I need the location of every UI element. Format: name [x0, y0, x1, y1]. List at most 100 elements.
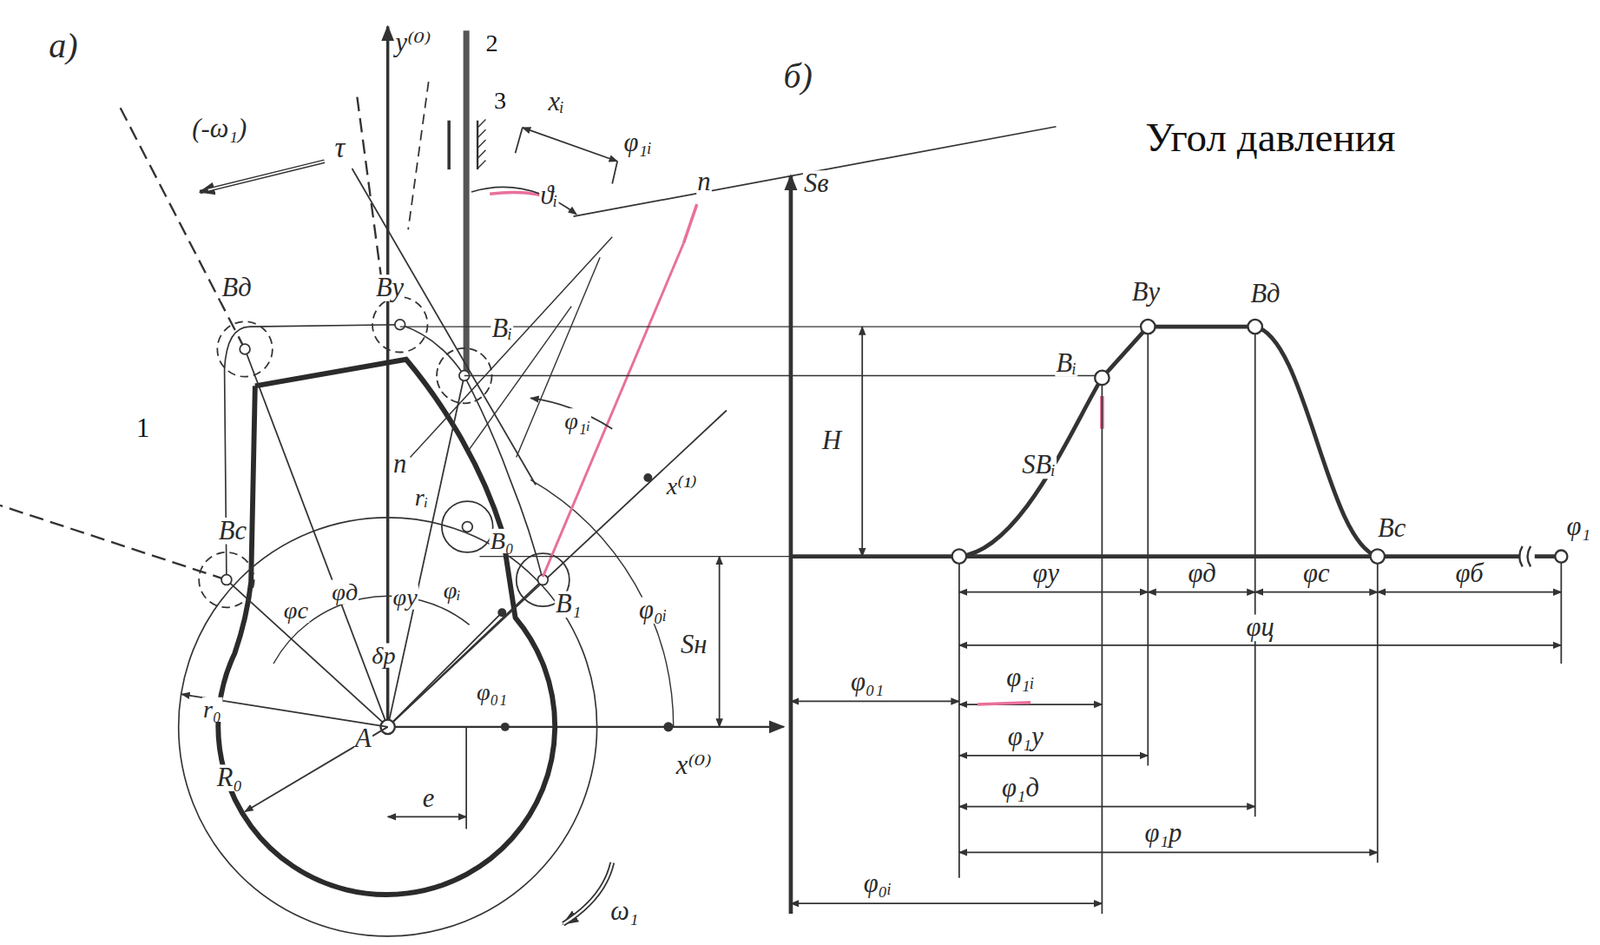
drawing-line [789, 175, 794, 914]
drawing-line [408, 81, 429, 230]
drawing-line [515, 127, 523, 153]
drawing-path [563, 862, 613, 924]
drawing-circle [239, 343, 251, 355]
diagram-label: Bд [220, 274, 252, 302]
drawing-line [718, 556, 721, 727]
diagram-label: x⁽⁰⁾ [675, 751, 713, 779]
diagram-label: B₁ [554, 591, 583, 619]
drawing-line [388, 815, 468, 817]
drawing-path [530, 479, 674, 726]
diagram-label: Sв [803, 170, 830, 198]
drawing-line [790, 553, 1521, 559]
diagram-label: φд [1186, 559, 1218, 587]
diagram-label: 3 [493, 87, 507, 112]
diagram-label: φ₁ [1565, 513, 1592, 540]
drawing-line [0, 505, 227, 580]
drawing-line [386, 26, 390, 727]
drawing-circle [498, 608, 506, 616]
diagram-label: φу [391, 584, 418, 609]
diagram-label: 2 [484, 30, 499, 55]
drawing-circle [217, 321, 272, 376]
drawing-line [959, 754, 1148, 757]
drawing-circle [1554, 550, 1568, 563]
diagram-label: φс [1302, 559, 1331, 587]
drawing-line [447, 120, 451, 170]
drawing-line [1254, 326, 1257, 817]
drawing-line [464, 375, 1103, 376]
drawing-line [181, 693, 388, 727]
drawing-line [959, 851, 1378, 854]
drawing-g [198, 296, 570, 734]
diagram-label: φ₀₁ [849, 668, 886, 696]
diagram-label: δр [370, 642, 397, 667]
drawing-circle [644, 474, 652, 481]
drawing-line [542, 243, 684, 577]
drawing-line [1534, 553, 1556, 559]
diagram-label: x⁽¹⁾ [665, 473, 698, 498]
drawing-path [1519, 546, 1531, 567]
drawing-path [471, 186, 577, 214]
drawing-circle [952, 548, 967, 563]
drawing-path [217, 359, 555, 895]
diagram-label: 1 [135, 414, 152, 442]
diagram-label: Bc [217, 517, 249, 545]
drawing-line [861, 326, 863, 556]
drawing-line [388, 375, 465, 727]
diagram-label: rᵢ [414, 484, 430, 509]
diagram-label: Bд [1249, 280, 1281, 308]
drawing-line [479, 555, 791, 557]
diagram-label: Bу [375, 274, 406, 302]
diagram-label: φб [1454, 559, 1485, 587]
drawing-line [356, 97, 384, 297]
drawing-g [0, 26, 1568, 936]
diagram-label: (-ω₁) [190, 115, 248, 143]
diagram-label: φ₁р [1143, 819, 1183, 847]
diagram-label: Bу [1131, 278, 1162, 306]
drawing-line [1146, 326, 1149, 765]
diagram-label: φ₁ᵢ [1005, 664, 1036, 692]
diagram-label: φ₁ᵢ [563, 408, 592, 433]
diagram-label: ω₁ [609, 897, 640, 925]
diagram-label: H [821, 427, 843, 455]
diagram-label: φᵢ [441, 577, 461, 602]
drawing-circle [461, 521, 473, 533]
diagram-label: φс [283, 598, 310, 623]
diagram-label: r₀ [202, 697, 223, 722]
drawing-line [958, 556, 961, 878]
drawing-line [463, 30, 470, 374]
drawing-g [952, 319, 1568, 564]
drawing-line [790, 700, 960, 703]
diagram-label: φ₁д [1000, 774, 1041, 802]
diagram-label: Угол давления [1144, 117, 1396, 159]
drawing-circle [372, 296, 428, 352]
drawing-circle [1094, 370, 1109, 385]
drawing-line [410, 237, 613, 458]
diagram-label: τ [333, 133, 346, 163]
drawing-line [465, 726, 468, 830]
diagram-label: ϑᵢ [539, 182, 559, 210]
diagram-label: A [354, 725, 373, 753]
drawing-circle [198, 552, 254, 607]
drawing-line [199, 161, 324, 192]
diagram-label: а) [47, 28, 80, 64]
drawing-line [516, 256, 600, 457]
drawing-path [477, 119, 486, 169]
drawing-line [388, 410, 727, 727]
drawing-circle [221, 574, 232, 586]
diagram-label: xᵢ [546, 88, 566, 116]
drawing-circle [1140, 319, 1155, 334]
drawing-circle [501, 723, 509, 731]
drawing-circle [380, 719, 395, 734]
diagram-label: φу [1031, 559, 1061, 587]
diagram-label: R₀ [216, 763, 244, 791]
diagram-label: y⁽⁰⁾ [394, 29, 432, 57]
drawing-line [469, 306, 573, 450]
diagram-label: e [421, 784, 436, 812]
diagram-label: φ₀₁ [475, 679, 509, 705]
drawing-line [208, 161, 325, 191]
drawing-line [1377, 591, 1562, 593]
diagram-label: Bᵢ [490, 315, 514, 343]
diagram-label: φ₁у [1007, 723, 1045, 751]
diagram-label: Bᵢ [1054, 349, 1078, 377]
